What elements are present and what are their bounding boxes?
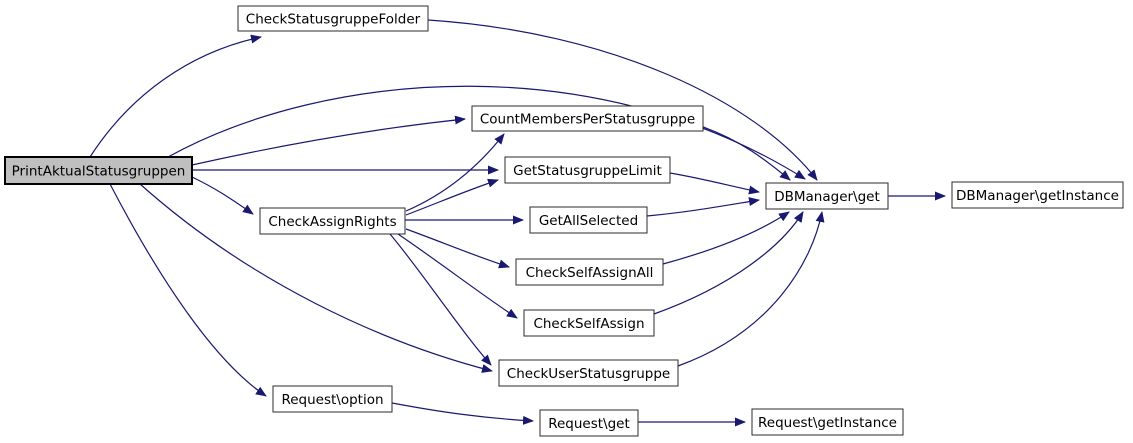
- node-selfassignall[interactable]: CheckSelfAssignAll: [515, 258, 664, 286]
- node-box-selfassignall[interactable]: [515, 258, 664, 286]
- edge-assign-to-userstatus: [389, 233, 492, 366]
- node-label-reqget: Request\get: [548, 416, 630, 432]
- node-label-dbget: DBManager\get: [774, 189, 880, 205]
- node-label-dbgetinstance: DBManager\getInstance: [956, 188, 1119, 204]
- edges-layer: [89, 19, 946, 427]
- node-limit[interactable]: GetStatusgruppeLimit: [504, 156, 671, 184]
- edge-selfassign-to-dbget: [653, 211, 804, 315]
- edge-print-to-dbget: [167, 85, 806, 180]
- node-box-countmembers[interactable]: [471, 105, 704, 132]
- node-box-dbgetinstance[interactable]: [951, 181, 1124, 209]
- edge-folder-to-dbget: [427, 19, 818, 181]
- edge-assign-to-selfassign: [397, 233, 518, 319]
- edge-allselected-to-dbget: [646, 197, 760, 217]
- node-box-print: [4, 156, 193, 185]
- node-label-userstatus: CheckUserStatusgruppe: [507, 366, 670, 382]
- node-assign[interactable]: CheckAssignRights: [259, 207, 406, 235]
- edge-userstatus-to-dbget: [677, 211, 825, 367]
- node-reqgetinstance[interactable]: Request\getInstance: [751, 408, 904, 436]
- edge-print-to-assign: [191, 176, 254, 215]
- node-print: PrintAktualStatusgruppen: [4, 156, 193, 185]
- node-countmembers[interactable]: CountMembersPerStatusgruppe: [471, 105, 704, 132]
- node-reqoption[interactable]: Request\option: [272, 385, 393, 413]
- node-box-assign[interactable]: [259, 207, 406, 235]
- node-box-reqgetinstance[interactable]: [751, 408, 904, 436]
- node-box-limit[interactable]: [504, 156, 671, 184]
- node-label-print: PrintAktualStatusgruppen: [12, 164, 186, 180]
- node-allselected[interactable]: GetAllSelected: [529, 206, 648, 234]
- node-box-folder[interactable]: [237, 5, 429, 32]
- node-userstatus[interactable]: CheckUserStatusgruppe: [498, 359, 679, 387]
- edge-print-to-userstatus: [139, 183, 493, 373]
- nodes-layer: PrintAktualStatusgruppen CheckStatusgrupp…: [4, 5, 1124, 437]
- node-label-reqgetinstance: Request\getInstance: [758, 415, 897, 431]
- edge-print-to-countmembers: [191, 115, 466, 166]
- node-label-limit: GetStatusgruppeLimit: [513, 163, 662, 179]
- edge-assign-to-selfassignall: [405, 228, 510, 269]
- edge-limit-to-dbget: [669, 172, 760, 195]
- node-box-reqoption[interactable]: [272, 385, 393, 413]
- edge-assign-to-limit: [405, 178, 499, 216]
- node-box-selfassign[interactable]: [523, 309, 655, 337]
- edge-selfassignall-to-dbget: [662, 211, 790, 265]
- node-selfassign[interactable]: CheckSelfAssign: [523, 309, 655, 337]
- node-label-reqoption: Request\option: [281, 392, 383, 408]
- node-label-folder: CheckStatusgruppeFolder: [246, 12, 421, 28]
- node-box-userstatus[interactable]: [498, 359, 679, 387]
- edge-assign-to-countmembers: [405, 133, 505, 212]
- node-reqget[interactable]: Request\get: [539, 409, 639, 437]
- node-label-allselected: GetAllSelected: [539, 213, 638, 229]
- node-box-reqget[interactable]: [539, 409, 639, 437]
- edge-print-to-folder: [89, 34, 262, 158]
- node-label-selfassignall: CheckSelfAssignAll: [526, 265, 654, 281]
- node-folder[interactable]: CheckStatusgruppeFolder: [237, 5, 429, 32]
- node-box-allselected[interactable]: [529, 206, 648, 234]
- node-dbgetinstance[interactable]: DBManager\getInstance: [951, 181, 1124, 209]
- node-dbget[interactable]: DBManager\get: [765, 182, 889, 210]
- node-label-assign: CheckAssignRights: [268, 214, 396, 230]
- node-box-dbget[interactable]: [765, 182, 889, 210]
- node-label-selfassign: CheckSelfAssign: [533, 316, 644, 332]
- node-label-countmembers: CountMembersPerStatusgruppe: [480, 112, 695, 128]
- edge-reqoption-to-reqget: [391, 402, 534, 425]
- edge-countmembers-to-dbget: [702, 126, 791, 181]
- edge-print-to-reqoption: [109, 183, 267, 397]
